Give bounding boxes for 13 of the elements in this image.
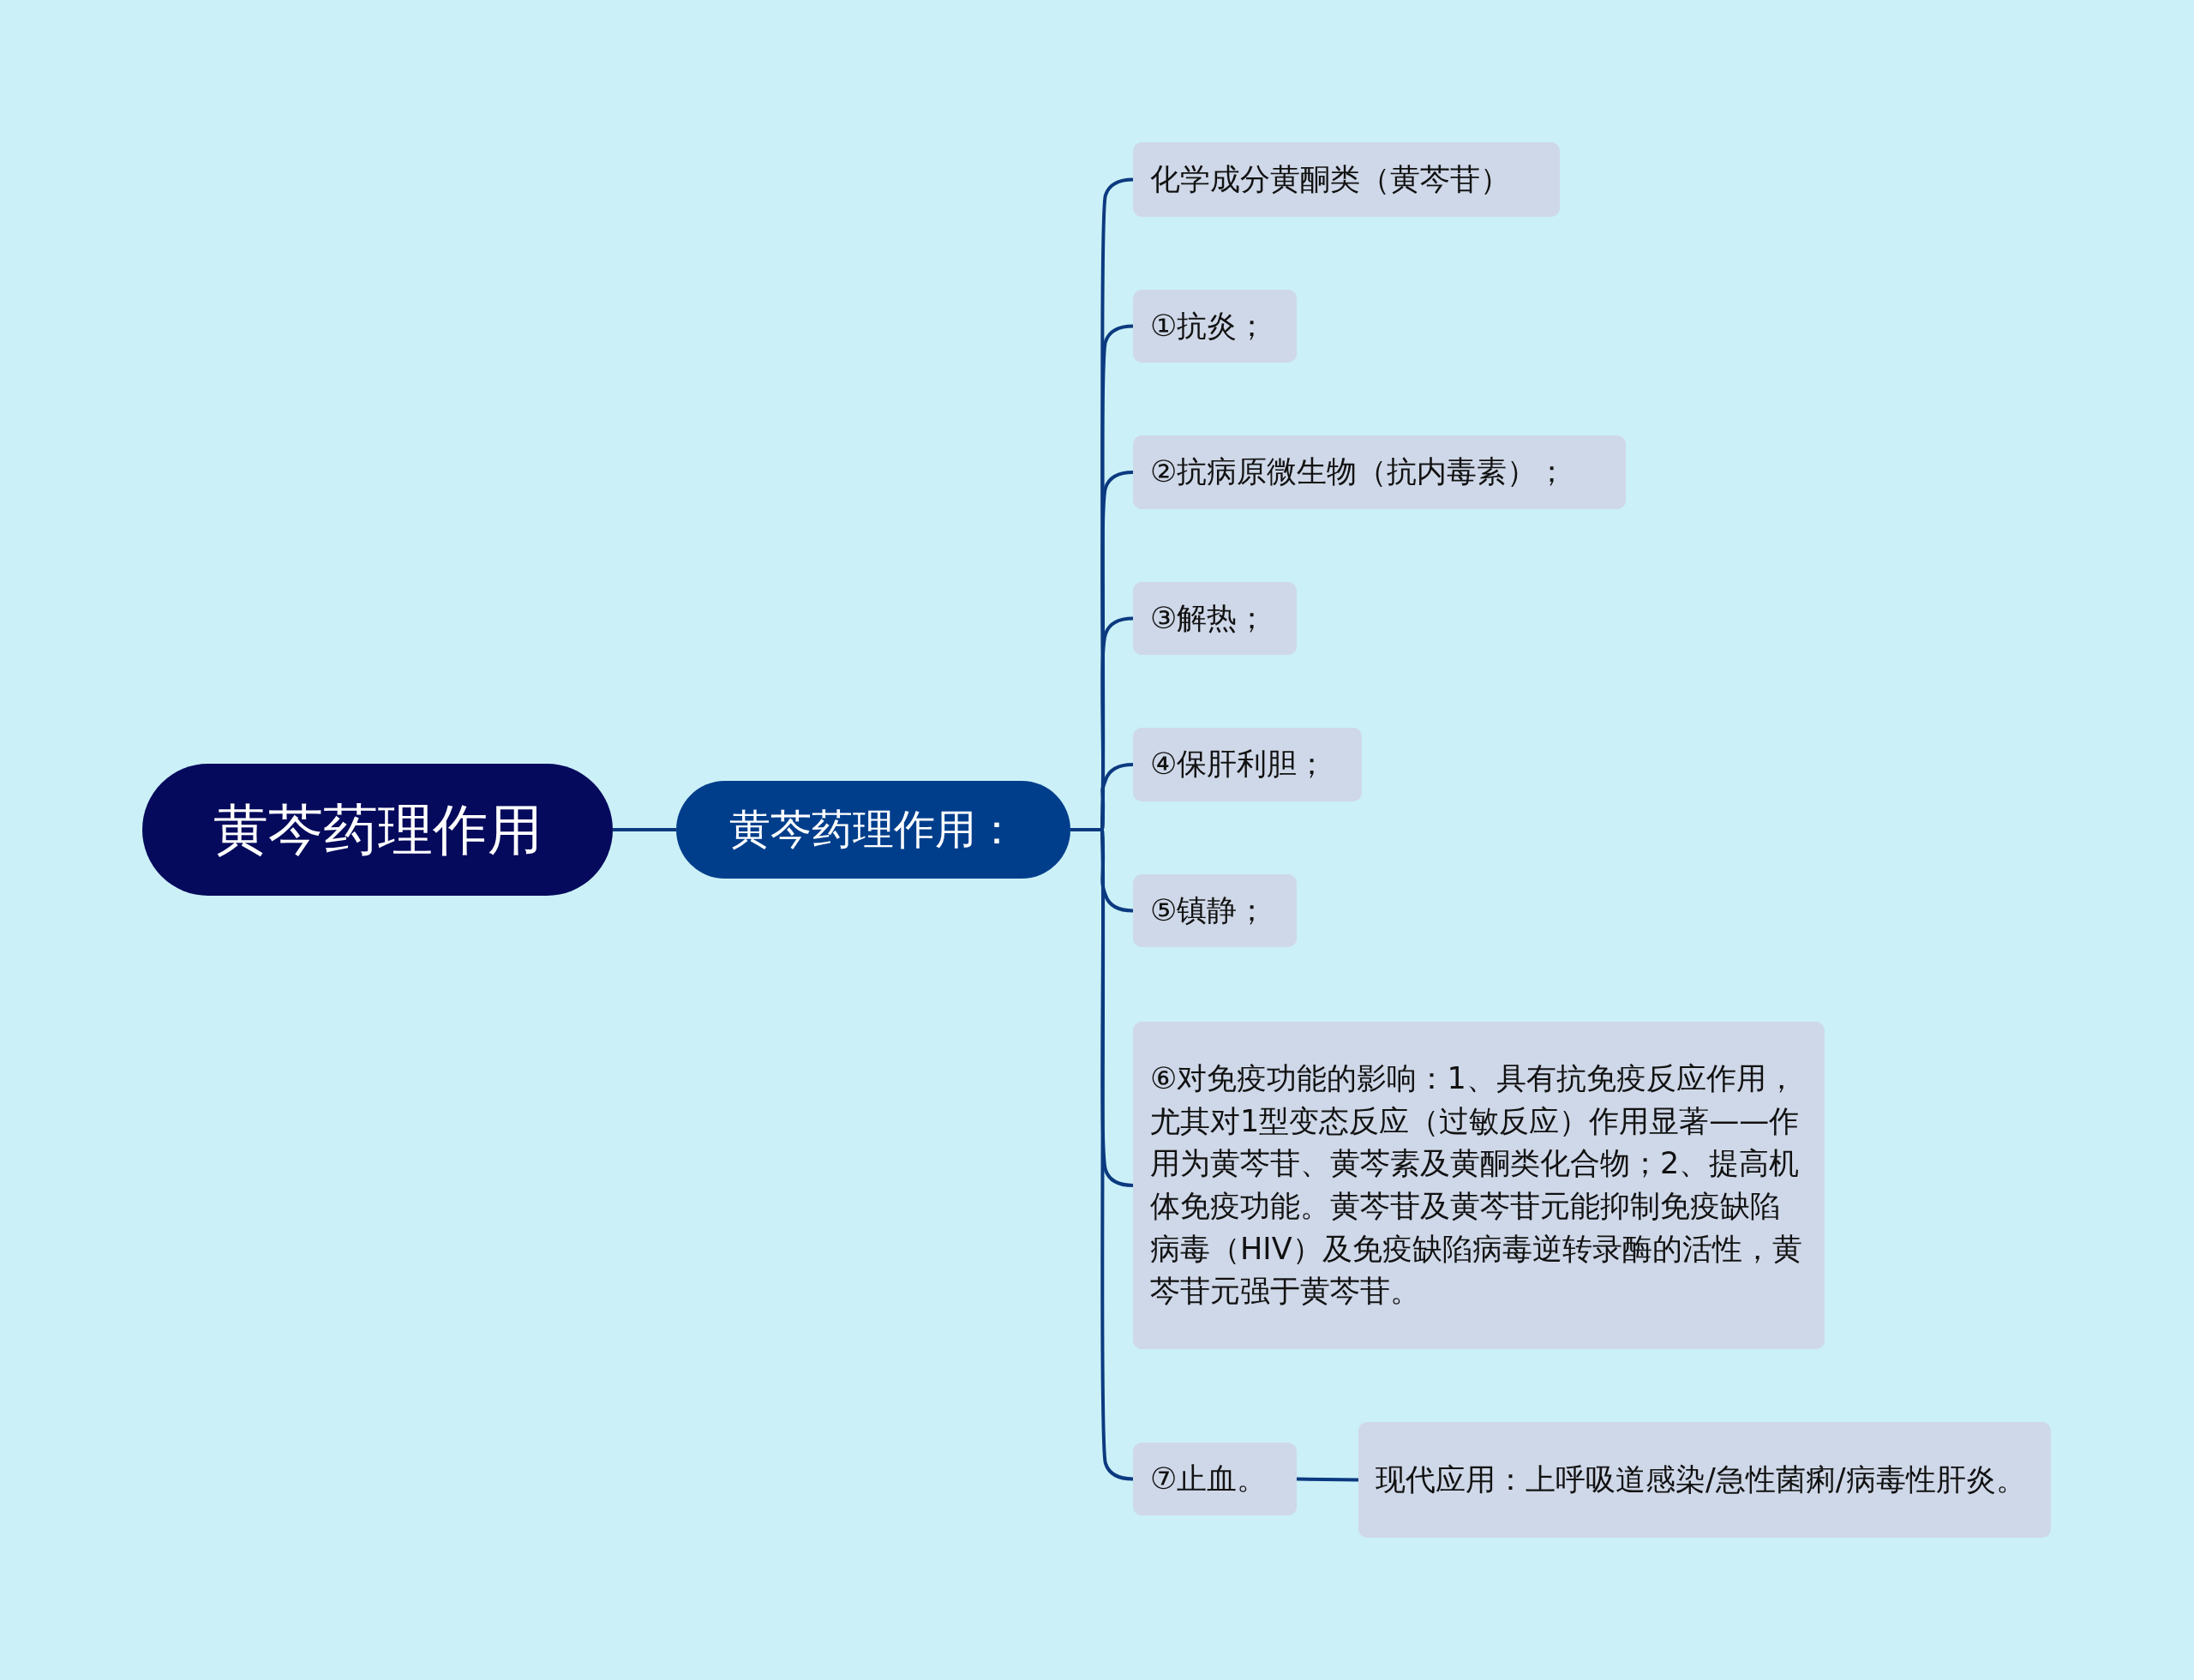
subtopic-box: ⑥对免疫功能的影响：1、具有抗免疫反应作用，尤其对1型变态反应（过敏反应）作用显著——作用为黄芩苷、黄芩素及黄酮类化合物；2、提高机体免疫功能。黄芩苷及黄芩苷元能抑制免疫缺陷病毒（HIV）及免疫缺陷病毒逆转录酶的活性，黄芩苷元强于黄芩苷。 bbox=[1133, 1022, 1825, 1349]
subtopic-box: ⑦止血。 bbox=[1133, 1443, 1297, 1515]
subtopic-box: 现代应用：上呼吸道感染/急性菌痢/病毒性肝炎。 bbox=[1358, 1422, 2051, 1538]
subtopic-box: ④保肝利胆； bbox=[1133, 728, 1362, 801]
connector-line bbox=[1296, 1477, 1359, 1482]
connector-line bbox=[613, 828, 676, 831]
subtopic-box: ③解热； bbox=[1133, 582, 1297, 655]
root-node: 黄芩药理作用 bbox=[142, 764, 613, 896]
subtopic-box: ②抗病原微生物（抗内毒素）； bbox=[1133, 435, 1626, 509]
subtopic-box: ⑤镇静； bbox=[1133, 874, 1297, 947]
topic-node: 黄芩药理作用： bbox=[676, 781, 1070, 879]
subtopic-box: ①抗炎； bbox=[1133, 290, 1297, 363]
subtopic-box: 化学成分黄酮类（黄芩苷） bbox=[1133, 142, 1560, 217]
